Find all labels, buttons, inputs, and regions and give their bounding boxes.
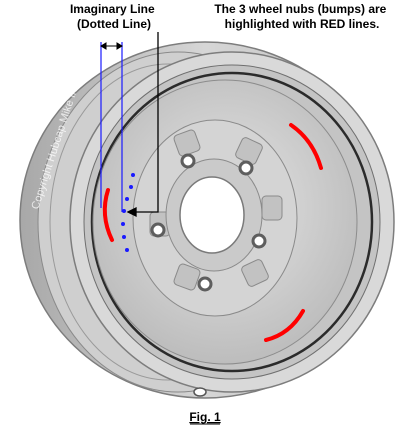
guide-lines bbox=[100, 42, 123, 212]
lug-holes bbox=[150, 153, 267, 292]
pointer-arrow bbox=[126, 32, 159, 218]
imaginary-line-label: Imaginary Line (Dotted Line) bbox=[70, 2, 158, 31]
nub-highlight-bottom-right bbox=[264, 309, 305, 342]
center-bore bbox=[165, 158, 263, 272]
dimension-arrow bbox=[100, 42, 123, 50]
nub-highlight-top-right bbox=[289, 123, 323, 170]
nubs-note-label: The 3 wheel nubs (bumps) are highlighted… bbox=[214, 2, 389, 31]
nub-highlight-left bbox=[102, 188, 114, 242]
figure-caption: Fig. 1 bbox=[189, 410, 221, 424]
valve-stem-hole bbox=[193, 387, 207, 397]
imaginary-dotted-line bbox=[121, 173, 135, 252]
nub-highlights bbox=[102, 123, 323, 342]
